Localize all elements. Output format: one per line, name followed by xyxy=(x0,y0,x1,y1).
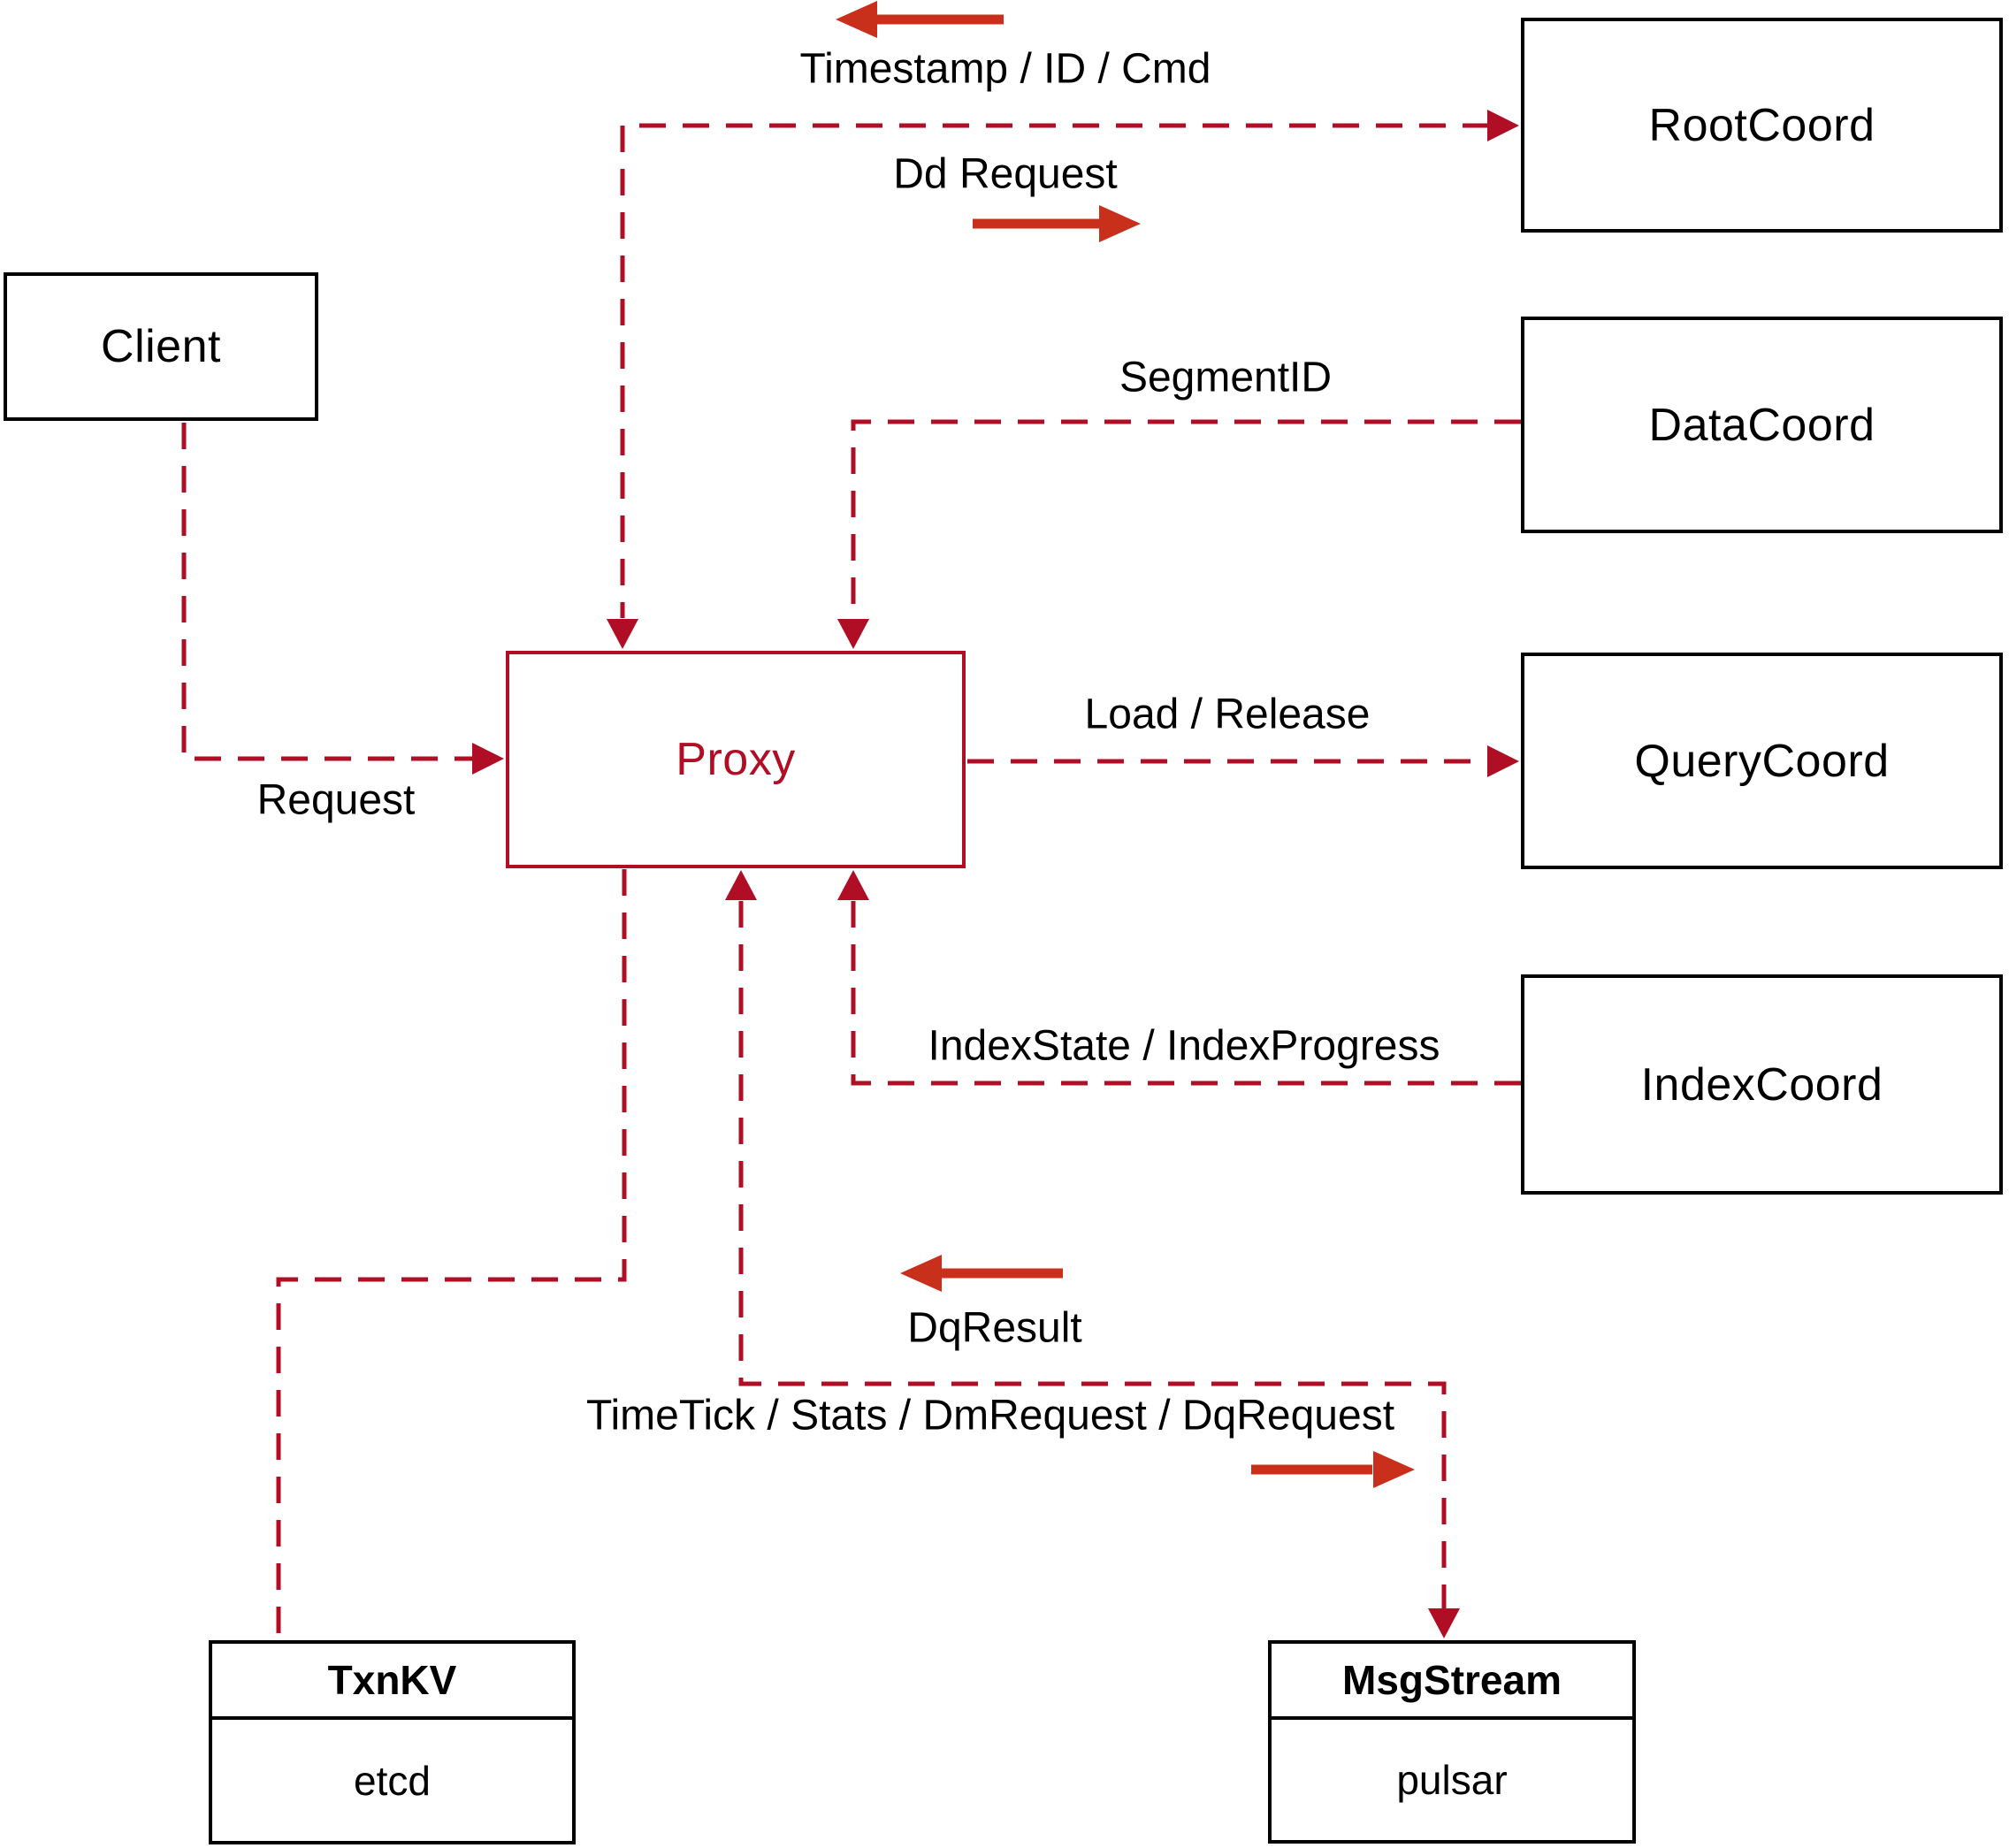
txnkv-impl: etcd xyxy=(354,1757,431,1804)
edge-label-timetick-stats: TimeTick / Stats / DmRequest / DqRequest xyxy=(585,1392,1395,1439)
node-proxy-label: Proxy xyxy=(676,734,796,785)
edge-proxy-rootcoord xyxy=(607,110,1519,649)
arrowhead-into-proxy-bottom-middle xyxy=(725,870,757,900)
node-querycoord-label: QueryCoord xyxy=(1634,735,1890,787)
arrowhead-into-rootcoord xyxy=(1487,110,1519,141)
edge-label-segment-id: SegmentID xyxy=(1119,354,1333,401)
edge-label-dq-result: DqResult xyxy=(907,1304,1082,1352)
direction-arrow-dqresult-left xyxy=(900,1255,1063,1292)
msgstream-impl: pulsar xyxy=(1396,1757,1508,1803)
edge-datacoord-proxy xyxy=(837,419,1521,649)
node-indexcoord: IndexCoord xyxy=(1521,974,2003,1195)
node-client: Client xyxy=(4,272,318,421)
edge-client-proxy xyxy=(181,423,504,775)
arrowhead-into-proxy-left xyxy=(472,743,504,775)
direction-arrow-timetick-right xyxy=(1251,1451,1415,1488)
node-client-label: Client xyxy=(101,321,221,372)
edge-label-request: Request xyxy=(256,776,416,824)
txnkv-title: TxnKV xyxy=(212,1644,572,1720)
edge-proxy-querycoord xyxy=(967,745,1519,777)
arrowhead-into-proxy-top-right xyxy=(837,619,869,649)
arrowhead-into-proxy-bottom-right xyxy=(837,870,869,900)
edge-label-timestamp-id-cmd: Timestamp / ID / Cmd xyxy=(799,45,1211,93)
node-rootcoord: RootCoord xyxy=(1521,18,2003,233)
edge-label-dd-request: Dd Request xyxy=(893,150,1118,198)
msgstream-title: MsgStream xyxy=(1272,1644,1632,1720)
direction-arrow-dd-request-right xyxy=(973,205,1141,242)
node-datacoord-label: DataCoord xyxy=(1648,399,1875,451)
edge-proxy-txnkv xyxy=(276,869,627,1638)
node-proxy: Proxy xyxy=(506,651,966,868)
edge-indexcoord-proxy xyxy=(837,870,1521,1086)
node-datacoord: DataCoord xyxy=(1521,317,2003,533)
edge-label-index-state-progress: IndexState / IndexProgress xyxy=(928,1022,1440,1070)
node-querycoord: QueryCoord xyxy=(1521,653,2003,869)
edge-proxy-msgstream xyxy=(725,870,1460,1638)
node-indexcoord-label: IndexCoord xyxy=(1640,1058,1883,1111)
arrowhead-into-querycoord xyxy=(1487,745,1519,777)
direction-arrow-timestamp-left xyxy=(836,1,1004,38)
arrowhead-into-proxy-top-left xyxy=(607,619,638,649)
node-txnkv: TxnKV etcd xyxy=(209,1640,576,1844)
node-rootcoord-label: RootCoord xyxy=(1648,99,1875,151)
arrowhead-into-msgstream xyxy=(1428,1608,1460,1638)
edge-label-load-release: Load / Release xyxy=(1084,691,1371,738)
node-msgstream: MsgStream pulsar xyxy=(1268,1640,1636,1844)
